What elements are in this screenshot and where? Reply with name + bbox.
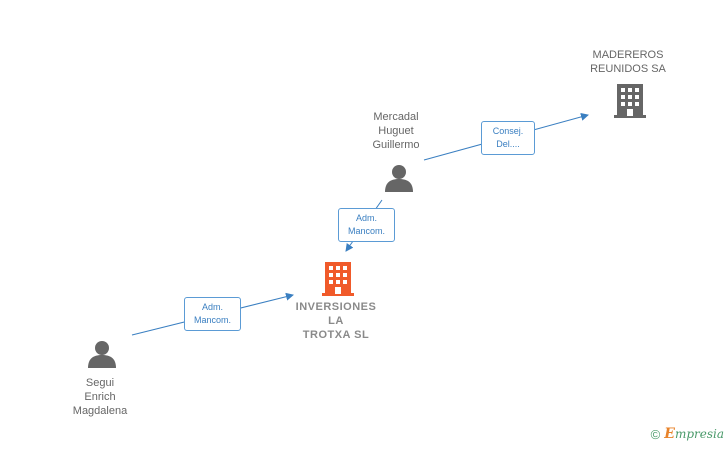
- brand-logo: Empresia: [664, 426, 724, 442]
- person-label-mercadal[interactable]: Mercadal Huguet Guillermo: [372, 111, 420, 151]
- building-icon-focus[interactable]: [322, 262, 354, 301]
- building-icon[interactable]: [614, 84, 646, 123]
- person-icon[interactable]: [87, 340, 117, 373]
- relation-badge-consej[interactable]: Consej. Del....: [481, 121, 535, 155]
- relation-badge-adm-mancom-segui[interactable]: Adm. Mancom.: [184, 297, 241, 331]
- person-icon[interactable]: [384, 164, 414, 197]
- company-label-madereros[interactable]: MADEREROS REUNIDOS SA: [590, 49, 666, 75]
- company-label-inversiones[interactable]: INVERSIONES LA TROTXA SL: [295, 301, 377, 341]
- brand-watermark: © Empresia: [651, 426, 724, 442]
- relation-badge-adm-mancom-mercadal[interactable]: Adm. Mancom.: [338, 208, 395, 242]
- person-label-segui[interactable]: Segui Enrich Magdalena: [72, 377, 128, 417]
- copyright-symbol: ©: [650, 426, 661, 442]
